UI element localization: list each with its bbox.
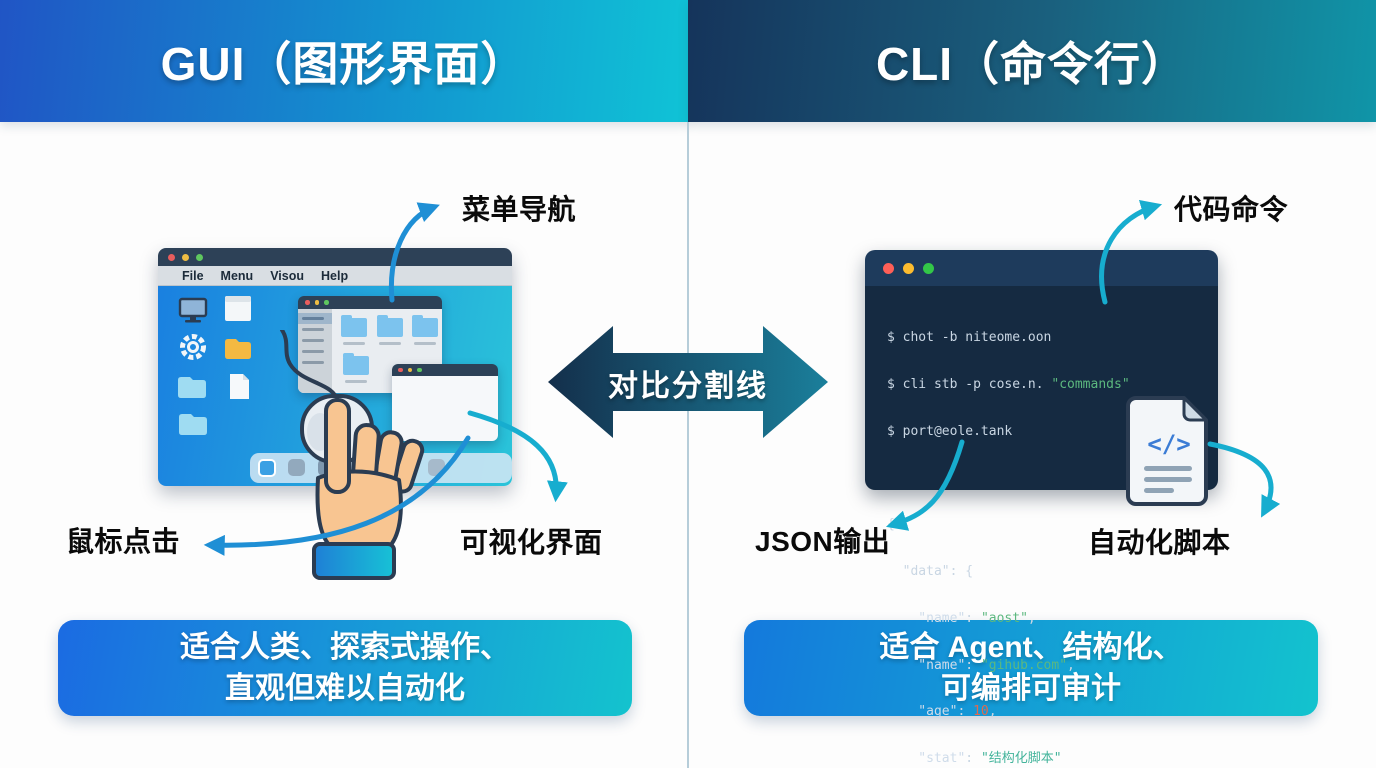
sidebar-item	[298, 313, 332, 324]
terminal-titlebar	[865, 250, 1218, 286]
file-manager-sidebar	[298, 309, 332, 393]
folder-blue-icon	[179, 414, 207, 435]
folder-icon	[377, 315, 403, 337]
vertical-divider-line	[687, 122, 689, 768]
folder-icon	[412, 315, 438, 337]
mouse-click-label: 鼠标点击	[66, 526, 181, 557]
menu-item-visou: Visou	[270, 268, 304, 283]
close-icon	[398, 367, 403, 373]
file-label-line	[343, 342, 365, 345]
sidebar-item	[298, 324, 332, 335]
gui-header-title: GUI（图形界面）	[160, 38, 528, 90]
cli-header-title: CLI（命令行）	[875, 38, 1189, 90]
folder-icon	[343, 353, 369, 375]
auto-script-label: 自动化脚本	[1088, 527, 1231, 558]
code-cmd-label: 代码命令	[1174, 194, 1289, 225]
file-manager-content	[332, 309, 442, 393]
terminal-line: "stat": "结构化脚本"	[887, 751, 1062, 767]
menu-item-menu: Menu	[220, 268, 254, 283]
cli-summary-line1: 适合 Agent、结构化、	[879, 631, 1183, 664]
close-icon	[168, 253, 175, 261]
folder-yellow-icon	[225, 339, 251, 359]
gui-summary-banner: 适合人类、探索式操作、 直观但难以自动化	[58, 620, 632, 716]
menu-nav-label: 菜单导航	[462, 194, 577, 225]
minimize-icon	[182, 253, 189, 261]
compare-arrow-label: 对比分割线	[608, 370, 768, 403]
terminal-line: "data": {	[887, 564, 974, 580]
code-file-icon: </>	[1126, 396, 1208, 506]
maximize-icon	[324, 300, 329, 305]
gui-summary-line2: 直观但难以自动化	[225, 672, 465, 705]
file-label-line	[414, 342, 436, 345]
cli-summary-banner: 适合 Agent、结构化、 可编排可审计	[744, 620, 1318, 716]
minimize-icon	[903, 262, 914, 274]
folder-icon	[341, 315, 367, 337]
maximize-icon	[923, 262, 934, 274]
sidebar-item	[298, 346, 332, 357]
gui-summary-line1: 适合人类、探索式操作、	[180, 631, 510, 664]
terminal-line: $ cli stb -p cose.n. "commands"	[887, 376, 1130, 392]
window-icon	[225, 296, 251, 321]
file-label-line	[379, 342, 401, 345]
gui-menubar: File Menu Visou Help	[158, 266, 512, 286]
blank-window-titlebar	[392, 364, 498, 376]
mouse-cord-icon	[280, 330, 340, 404]
minimize-icon	[314, 300, 319, 305]
close-icon	[883, 262, 894, 274]
json-out-label: JSON输出	[755, 526, 891, 557]
visual-ui-label: 可视化界面	[460, 527, 603, 558]
terminal-line: "name": "gihub.com",	[887, 657, 1075, 673]
minimize-icon	[407, 367, 412, 373]
terminal-line: "age": 10,	[887, 704, 997, 720]
terminal-line: $ chot -b niteome.oon	[887, 330, 1052, 346]
terminal-line: "name": "aost",	[887, 610, 1036, 626]
code-glyph: </>	[1147, 430, 1190, 458]
close-icon	[305, 300, 310, 305]
file-manager-titlebar	[298, 296, 442, 309]
hand-icon	[312, 398, 425, 580]
file-label-line	[345, 380, 367, 383]
document-icon	[230, 374, 249, 399]
maximize-icon	[196, 253, 203, 261]
menu-item-file: File	[182, 268, 204, 283]
compare-arrow-icon	[548, 326, 828, 438]
monitor-icon	[178, 297, 208, 323]
gui-window-titlebar	[158, 248, 512, 266]
sidebar-item	[298, 357, 332, 368]
sidebar-item	[298, 335, 332, 346]
terminal-line: $ port@eole.tank	[887, 423, 1013, 439]
mouse-hand-illustration	[280, 330, 425, 580]
gear-icon	[180, 334, 206, 360]
menu-item-help: Help	[321, 268, 349, 283]
maximize-icon	[417, 367, 422, 373]
gui-header-banner: GUI（图形界面）	[0, 0, 688, 122]
folder-blue-icon	[178, 377, 206, 398]
cli-header-banner: CLI（命令行）	[688, 0, 1376, 122]
cli-summary-line2: 可编排可审计	[941, 672, 1121, 705]
